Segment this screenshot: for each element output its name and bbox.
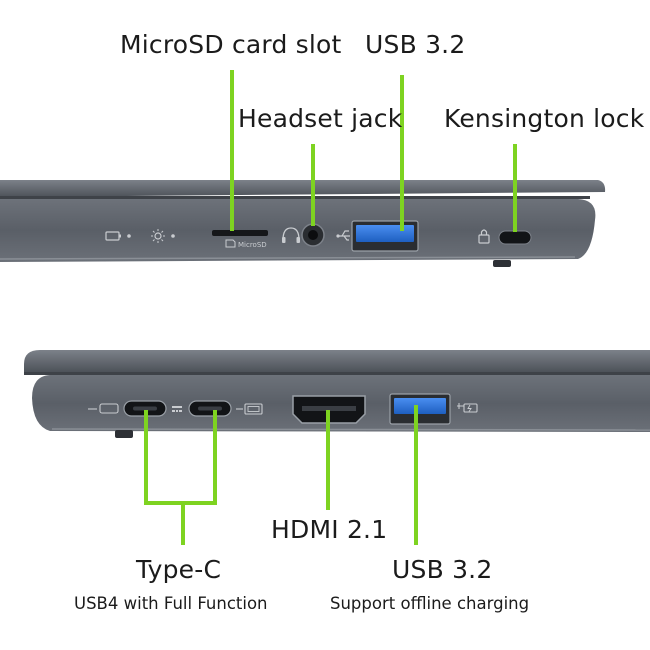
usb-c-power-delivery-icon <box>88 403 119 414</box>
leader-typec-bracket <box>144 410 217 505</box>
type-c-port-1-tongue <box>133 406 157 411</box>
lock-icon <box>478 229 490 244</box>
usb-3-2-bottom-subtitle: Support offline charging <box>330 594 530 613</box>
bottom-seam <box>24 372 650 375</box>
kensington-lock-label: Kensington lock <box>444 104 645 133</box>
usb-a-tongue-bottom <box>394 398 446 414</box>
usb-symbol-icon <box>336 230 350 241</box>
type-c-port-2-tongue <box>198 406 222 411</box>
bottom-leader-lines <box>144 405 418 545</box>
bottom-body-highlight <box>51 428 650 431</box>
top-foot <box>493 260 511 267</box>
microsd-slot <box>212 230 268 236</box>
top-seam <box>0 196 590 199</box>
top-body <box>0 199 596 262</box>
type-c-label: Type-C <box>136 555 222 584</box>
battery-indicator-icon <box>105 231 131 241</box>
headset-icon <box>282 227 300 243</box>
microsd-mark-text: MicroSD <box>238 241 267 249</box>
top-lid <box>0 180 606 197</box>
top-leader-lines <box>230 70 517 232</box>
offline-charging-icon <box>457 403 478 413</box>
display-port-icon <box>236 403 263 415</box>
headset-jack-label: Headset jack <box>238 104 403 133</box>
top-body-highlight <box>0 256 576 260</box>
microsd-card-slot-label: MicroSD card slot <box>120 30 342 59</box>
headset-jack-hole <box>308 230 318 240</box>
usb-3-2-bottom-label: USB 3.2 <box>392 555 493 584</box>
kensington-lock-slot <box>498 230 532 245</box>
usb-a-tongue-top <box>356 225 414 242</box>
hdmi-port-tongue <box>302 406 356 411</box>
power-light-indicator-icon <box>151 229 175 243</box>
type-c-subtitle: USB4 with Full Function <box>74 594 268 613</box>
hdmi-2-1-label: HDMI 2.1 <box>271 515 388 544</box>
microsd-card-icon <box>225 239 236 248</box>
bottom-lid <box>24 350 650 372</box>
usb-3-2-top-label: USB 3.2 <box>365 30 466 59</box>
thunderbolt-dots-icon <box>172 406 182 412</box>
bottom-laptop-side-view <box>24 350 650 438</box>
top-laptop-side-view: MicroSD <box>0 180 606 267</box>
bottom-foot <box>115 430 133 438</box>
